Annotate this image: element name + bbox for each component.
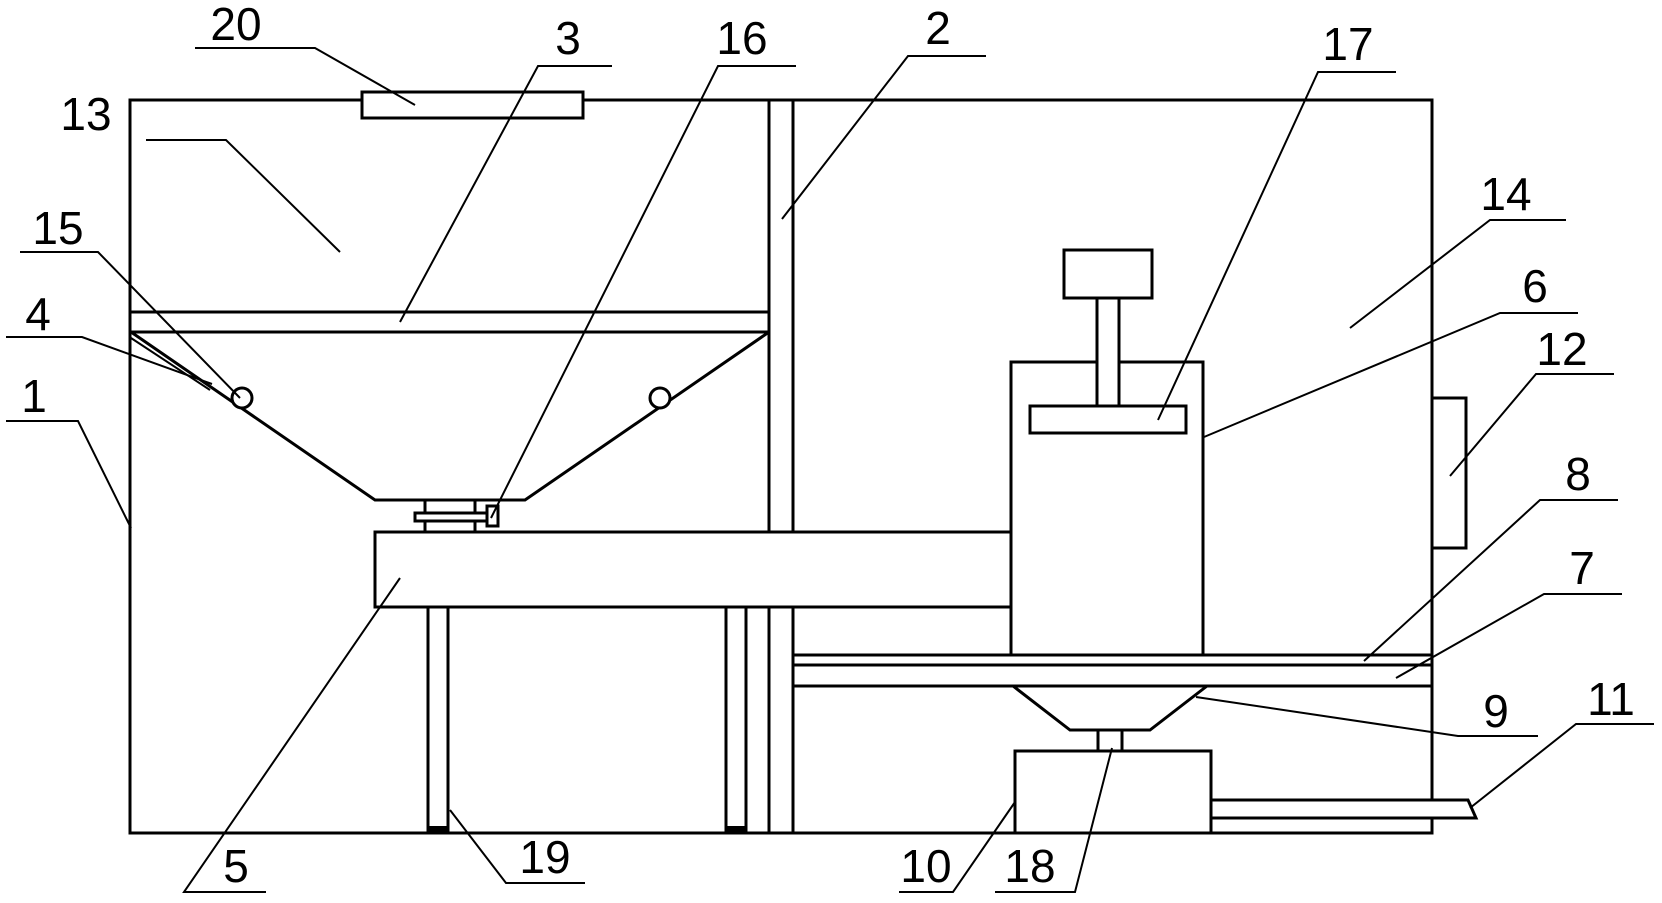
hopper bbox=[130, 330, 770, 502]
label-16: 16 bbox=[716, 12, 767, 64]
press-rod bbox=[1095, 296, 1121, 408]
label-11: 11 bbox=[1587, 673, 1635, 725]
label-18: 18 bbox=[1004, 840, 1055, 892]
label-7: 7 bbox=[1569, 542, 1595, 594]
top-inlet bbox=[360, 90, 585, 120]
press-plate bbox=[1028, 404, 1188, 435]
leader-lines bbox=[6, 47, 1654, 893]
support-leg-left-foot bbox=[428, 826, 448, 833]
vertical-partition bbox=[767, 98, 795, 835]
lower-funnel bbox=[1012, 684, 1208, 732]
label-19: 19 bbox=[519, 831, 570, 883]
valve-bar bbox=[413, 511, 489, 523]
label-1: 1 bbox=[21, 370, 47, 422]
press-motor bbox=[1062, 248, 1154, 300]
label-13: 13 bbox=[60, 88, 111, 140]
upper-plate bbox=[128, 310, 771, 334]
outlet-pipe bbox=[1209, 798, 1479, 820]
conveyor-housing bbox=[373, 530, 1013, 609]
support-leg-left bbox=[426, 605, 450, 835]
hopper-wall-inner bbox=[130, 337, 211, 391]
funnel-neck bbox=[1096, 728, 1124, 753]
label-14: 14 bbox=[1480, 168, 1531, 220]
collection-box bbox=[1013, 749, 1213, 835]
label-5: 5 bbox=[223, 840, 249, 892]
hopper-bump-left bbox=[230, 386, 254, 410]
label-2: 2 bbox=[925, 2, 951, 54]
label-3: 3 bbox=[555, 12, 581, 64]
label-12: 12 bbox=[1536, 323, 1587, 375]
label-4: 4 bbox=[25, 288, 51, 340]
label-17: 17 bbox=[1322, 18, 1373, 70]
label-10: 10 bbox=[900, 840, 951, 892]
support-leg-right bbox=[724, 605, 748, 835]
label-9: 9 bbox=[1483, 685, 1509, 737]
label-15: 15 bbox=[32, 202, 83, 254]
hopper-bump-right bbox=[648, 386, 672, 410]
label-20: 20 bbox=[210, 0, 261, 50]
label-8: 8 bbox=[1565, 448, 1591, 500]
base-plate bbox=[791, 663, 1434, 688]
support-leg-right-foot bbox=[726, 826, 746, 833]
label-6: 6 bbox=[1522, 260, 1548, 312]
side-door bbox=[1430, 396, 1468, 550]
